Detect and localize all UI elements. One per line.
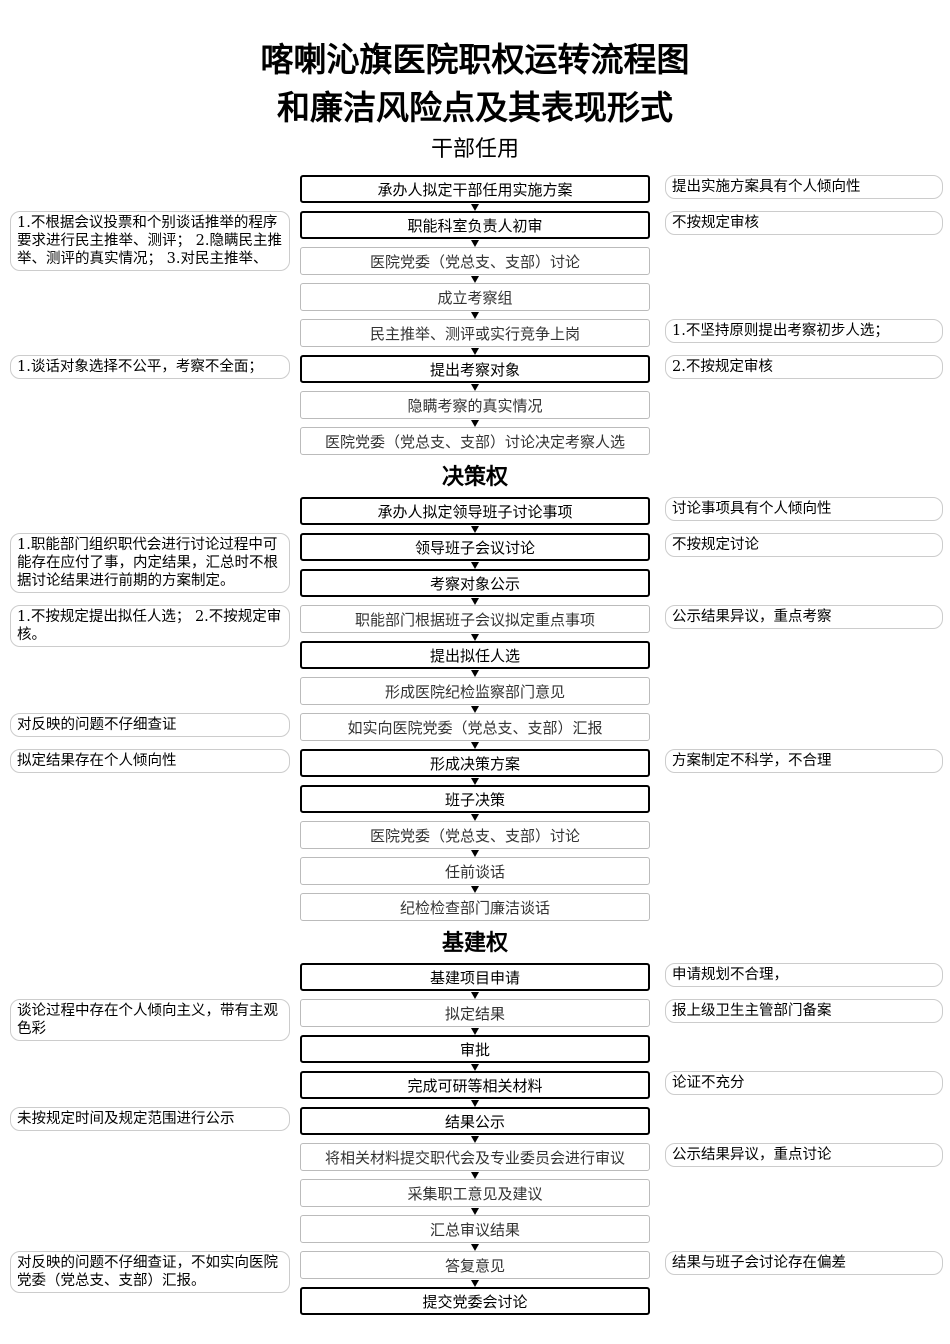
arrow-down-icon	[471, 1100, 479, 1107]
risk-note: 公示结果异议，重点考察	[665, 605, 943, 629]
risk-note: 对反映的问题不仔细查证，不如实向医院党委（党总支、支部）汇报。	[10, 1251, 290, 1293]
flow-step-box: 将相关材料提交职代会及专业委员会进行审议	[300, 1143, 650, 1171]
arrow-down-icon	[471, 706, 479, 713]
arrow-down-icon	[471, 240, 479, 247]
arrow-down-icon	[471, 1208, 479, 1215]
risk-note: 结果与班子会讨论存在偏差	[665, 1251, 943, 1275]
flow-step-box: 提出考察对象	[300, 355, 650, 383]
arrow-down-icon	[471, 598, 479, 605]
flow-step-box: 结果公示	[300, 1107, 650, 1135]
flow-step-box: 完成可研等相关材料	[300, 1071, 650, 1099]
arrow-down-icon	[471, 312, 479, 319]
arrow-down-icon	[471, 992, 479, 999]
risk-note: 未按规定时间及规定范围进行公示	[10, 1107, 290, 1131]
arrow-down-icon	[471, 276, 479, 283]
document-title: 喀喇沁旗医院职权运转流程图	[260, 40, 690, 79]
flow-step-box: 隐瞒考察的真实情况	[300, 391, 650, 419]
flow-step-box: 任前谈话	[300, 857, 650, 885]
flow-step-box: 承办人拟定领导班子讨论事项	[300, 497, 650, 525]
flow-step-box: 汇总审议结果	[300, 1215, 650, 1243]
flow-step-box: 提交党委会讨论	[300, 1287, 650, 1315]
flow-step-box: 答复意见	[300, 1251, 650, 1279]
flow-step-box: 拟定结果	[300, 999, 650, 1027]
flow-step-box: 医院党委（党总支、支部）讨论决定考察人选	[300, 427, 650, 455]
risk-note: 1.不根据会议投票和个别谈话推举的程序要求进行民主推举、测评； 2.隐瞒民主推举…	[10, 211, 290, 271]
flow-step-box: 基建项目申请	[300, 963, 650, 991]
risk-note: 不按规定讨论	[665, 533, 943, 557]
arrow-down-icon	[471, 562, 479, 569]
arrow-down-icon	[471, 850, 479, 857]
flow-step-box: 民主推举、测评或实行竞争上岗	[300, 319, 650, 347]
flow-step-box: 班子决策	[300, 785, 650, 813]
arrow-down-icon	[471, 1244, 479, 1251]
risk-note: 1.谈话对象选择不公平，考察不全面；	[10, 355, 290, 379]
flow-step-box: 领导班子会议讨论	[300, 533, 650, 561]
flow-step-box: 审批	[300, 1035, 650, 1063]
arrow-down-icon	[471, 634, 479, 641]
risk-note: 1.不按规定提出拟任人选； 2.不按规定审核。	[10, 605, 290, 647]
arrow-down-icon	[471, 384, 479, 391]
section-title-cadre: 干部任用	[430, 137, 519, 162]
arrow-down-icon	[471, 1136, 479, 1143]
risk-note: 对反映的问题不仔细查证	[10, 713, 290, 737]
arrow-down-icon	[471, 670, 479, 677]
risk-note: 公示结果异议，重点讨论	[665, 1143, 943, 1167]
arrow-down-icon	[471, 1028, 479, 1035]
flow-step-box: 成立考察组	[300, 283, 650, 311]
flow-step-box: 医院党委（党总支、支部）讨论	[300, 821, 650, 849]
section-title-decision: 决策权	[441, 465, 508, 490]
risk-note: 谈论过程中存在个人倾向主义，带有主观色彩	[10, 999, 290, 1041]
arrow-down-icon	[471, 204, 479, 211]
risk-note: 方案制定不科学，不合理	[665, 749, 943, 773]
flow-step-box: 职能部门根据班子会议拟定重点事项	[300, 605, 650, 633]
risk-note: 讨论事项具有个人倾向性	[665, 497, 943, 521]
flow-step-box: 提出拟任人选	[300, 641, 650, 669]
arrow-down-icon	[471, 526, 479, 533]
flow-step-box: 考察对象公示	[300, 569, 650, 597]
flow-step-box: 如实向医院党委（党总支、支部）汇报	[300, 713, 650, 741]
risk-note: 提出实施方案具有个人倾向性	[665, 175, 943, 199]
document-title: 和廉洁风险点及其表现形式	[277, 88, 673, 127]
arrow-down-icon	[471, 742, 479, 749]
risk-note: 申请规划不合理，	[665, 963, 943, 987]
arrow-down-icon	[471, 1280, 479, 1287]
risk-note: 1.职能部门组织职代会进行讨论过程中可能存在应付了事，内定结果，汇总时不根据讨论…	[10, 533, 290, 593]
flow-step-box: 承办人拟定干部任用实施方案	[300, 175, 650, 203]
risk-note: 拟定结果存在个人倾向性	[10, 749, 290, 773]
arrow-down-icon	[471, 886, 479, 893]
risk-note: 论证不充分	[665, 1071, 943, 1095]
flow-step-box: 纪检检查部门廉洁谈话	[300, 893, 650, 921]
flow-step-box: 形成决策方案	[300, 749, 650, 777]
flow-step-box: 形成医院纪检监察部门意见	[300, 677, 650, 705]
arrow-down-icon	[471, 348, 479, 355]
risk-note: 不按规定审核	[665, 211, 943, 235]
risk-note: 2.不按规定审核	[665, 355, 943, 379]
flow-step-box: 采集职工意见及建议	[300, 1179, 650, 1207]
risk-note: 报上级卫生主管部门备案	[665, 999, 943, 1023]
arrow-down-icon	[471, 814, 479, 821]
section-title-construction: 基建权	[441, 931, 508, 956]
arrow-down-icon	[471, 778, 479, 785]
arrow-down-icon	[471, 1172, 479, 1179]
flow-step-box: 医院党委（党总支、支部）讨论	[300, 247, 650, 275]
flow-step-box: 职能科室负责人初审	[300, 211, 650, 239]
arrow-down-icon	[471, 420, 479, 427]
risk-note: 1.不坚持原则提出考察初步人选；	[665, 319, 943, 343]
arrow-down-icon	[471, 1064, 479, 1071]
